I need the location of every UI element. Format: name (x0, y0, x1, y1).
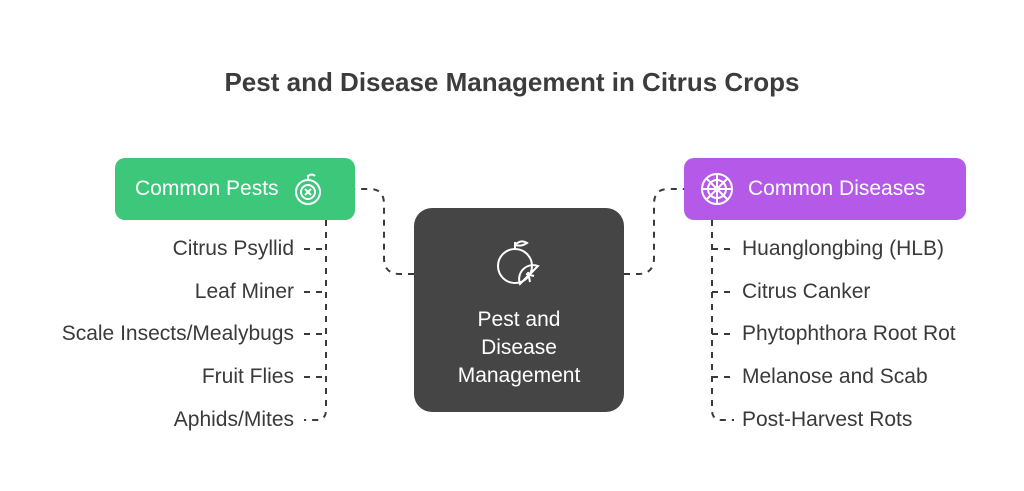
connector-pests-trunk (304, 220, 327, 421)
disease-item: Citrus Canker (742, 280, 871, 303)
common-pests-label: Common Pests (135, 177, 279, 200)
connector-center-diseases (624, 188, 684, 275)
disease-item: Huanglongbing (HLB) (742, 237, 944, 260)
citrus-fruit-icon (488, 236, 550, 298)
pest-item: Leaf Miner (194, 280, 294, 303)
common-diseases-node: Common Diseases (684, 158, 966, 220)
common-pests-node: Common Pests (115, 158, 355, 220)
virus-icon (698, 170, 736, 208)
disease-item: Post-Harvest Rots (742, 408, 913, 431)
pest-item: Citrus Psyllid (172, 237, 294, 260)
connector-diseases-trunk (711, 220, 734, 421)
connector-center-pests (355, 188, 414, 275)
bug-fruit-icon (289, 170, 327, 208)
page-title: Pest and Disease Management in Citrus Cr… (224, 67, 800, 97)
pest-item: Scale Insects/Mealybugs (61, 322, 294, 345)
pest-item: Fruit Flies (201, 365, 294, 388)
pest-item: Aphids/Mites (173, 408, 294, 431)
central-node-label: Pest and Disease Management (457, 308, 581, 387)
disease-item: Melanose and Scab (742, 365, 928, 388)
common-diseases-label: Common Diseases (748, 177, 926, 200)
central-node: Pest and Disease Management (414, 208, 624, 412)
disease-item: Phytophthora Root Rot (742, 322, 956, 345)
